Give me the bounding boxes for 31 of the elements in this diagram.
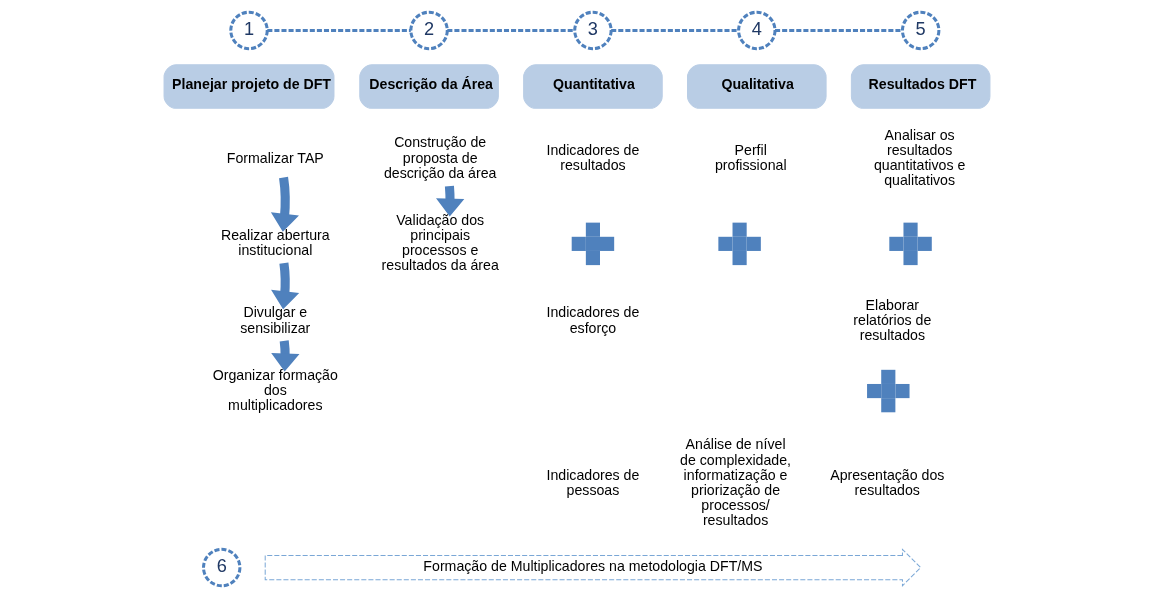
node-circle: 5 bbox=[900, 10, 940, 51]
node-box: Resultados DFT bbox=[850, 64, 990, 109]
connector bbox=[774, 28, 902, 32]
node-text: Divulgar e sensibilizar bbox=[239, 304, 310, 336]
node-circle: 2 bbox=[408, 10, 449, 51]
node-circle: 3 bbox=[572, 10, 613, 51]
node-text: Apresentação dos resultados bbox=[829, 466, 944, 498]
node-box: Planejar projeto de DFT bbox=[163, 64, 334, 109]
arrow bbox=[270, 262, 299, 310]
node-text: Analisar os resultados quantitativos e qualitativos bbox=[873, 126, 965, 189]
node-text: Perfil profissional bbox=[714, 142, 787, 174]
arrow bbox=[270, 176, 299, 232]
connector bbox=[266, 28, 411, 32]
node-text: Organizar formação dos multiplicadores bbox=[212, 366, 338, 413]
node-text: Realizar abertura institucional bbox=[220, 227, 330, 259]
connector bbox=[610, 28, 738, 32]
node-text: Indicadores de esforço bbox=[545, 304, 639, 336]
node-box: Quantitativa bbox=[522, 64, 663, 109]
node-circle: 1 bbox=[228, 10, 269, 51]
node-circle: 4 bbox=[736, 10, 777, 51]
node-text: Indicadores de pessoas bbox=[545, 466, 639, 498]
node-text: Formalizar TAP bbox=[226, 149, 324, 166]
node-text: Análise de nível de complexidade, informatização e priorização de processos/ resultados bbox=[679, 436, 791, 529]
node-text: Indicadores de resultados bbox=[545, 142, 639, 174]
connector bbox=[446, 28, 574, 32]
node-box: Descrição da Área bbox=[358, 64, 499, 109]
node-box: Qualitativa bbox=[686, 64, 827, 109]
node-text: Elaborar relatórios de resultados bbox=[852, 296, 931, 344]
node-circle: 6 bbox=[201, 547, 241, 588]
node-text: Validação dos principais processos e resultados da área bbox=[381, 211, 499, 274]
node-text: Construção de proposta de descrição da área bbox=[383, 134, 496, 181]
